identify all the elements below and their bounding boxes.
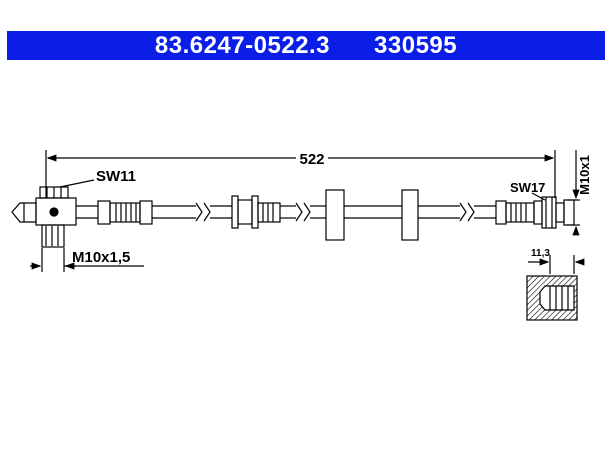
right-fitting [495,196,575,229]
thread-right-dimension [567,150,580,236]
thread-left-dimension [30,248,144,272]
title-banner: 83.6247-0522.3 330595 [7,31,605,60]
depth-label: 11,3 [531,248,550,259]
sw-right-label: SW17 [510,180,545,195]
part-number: 83.6247-0522.3 [154,31,331,59]
depth-dimension [528,255,585,274]
hose-body [152,189,496,241]
thread-right-label: M10x1 [577,155,592,195]
thread-left-label: M10x1,5 [72,249,130,266]
sw-left-label: SW11 [96,168,136,185]
length-dimension [45,150,556,198]
sw17-leader [531,192,546,201]
length-label: 522 [299,151,324,168]
sw11-leader [59,179,95,188]
section-detail [526,275,578,321]
reference-number: 330595 [374,31,458,59]
left-fitting [11,186,153,248]
